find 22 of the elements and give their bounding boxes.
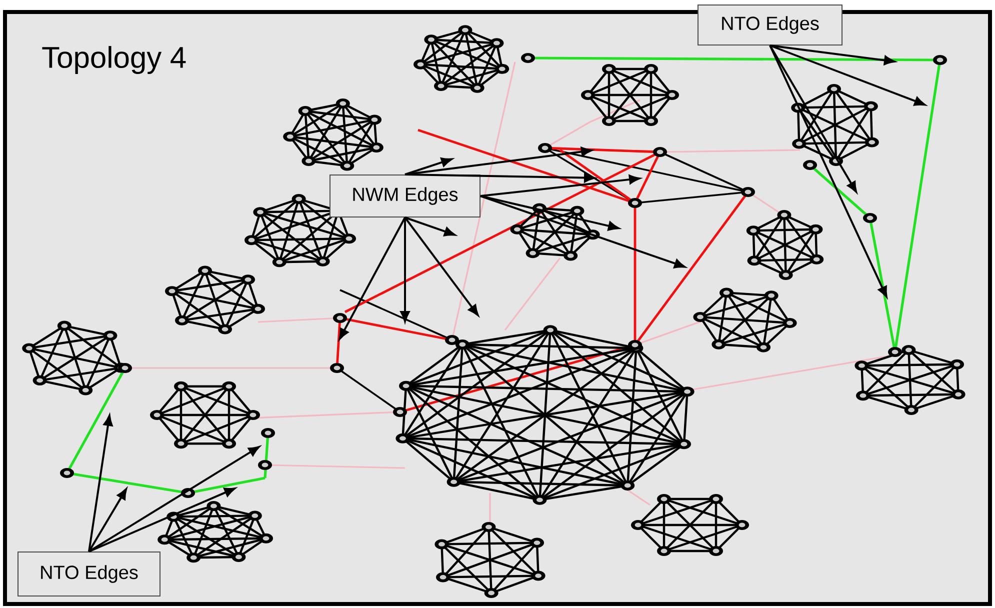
title: Topology 4: [42, 46, 186, 74]
leader-line: [88, 488, 236, 552]
leader-line: [404, 158, 452, 176]
leader-line: [769, 45, 888, 298]
leader-line: [480, 174, 640, 197]
callout-box: NWM Edges: [330, 174, 480, 218]
leader-line: [400, 218, 410, 322]
leader-line: [404, 216, 456, 236]
leader-line: [480, 195, 620, 231]
callout-box: NTO Edges: [18, 552, 160, 596]
leader-line: [769, 45, 857, 193]
leader-line: [88, 446, 260, 552]
leader-line: [88, 414, 113, 552]
leader-line: [480, 195, 686, 268]
leader-line: [770, 44, 896, 66]
leader-line: [770, 44, 926, 106]
leader-line: [338, 217, 406, 340]
callout-box: NTO Edges: [698, 4, 842, 46]
leader-line: [88, 488, 127, 552]
leader-line: [404, 173, 596, 182]
leader-line: [404, 216, 479, 316]
leader-line: [404, 146, 592, 176]
